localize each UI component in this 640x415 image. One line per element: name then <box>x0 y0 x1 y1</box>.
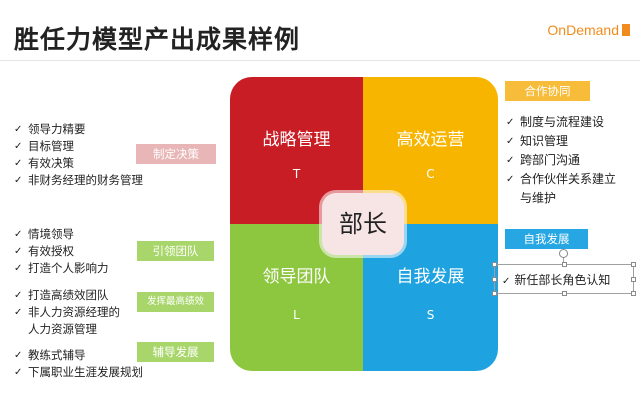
quadrant-title: 战略管理 <box>262 130 331 150</box>
list-item: 打造高绩效团队 <box>14 287 120 304</box>
left-list-performance: 打造高绩效团队 非人力资源经理的 人力资源管理 <box>14 287 120 338</box>
list-item: 教练式辅导 <box>14 347 143 364</box>
list-item: 打造个人影响力 <box>14 260 109 277</box>
selected-text-box[interactable] <box>492 262 636 296</box>
quadrant-letter: C <box>426 167 435 181</box>
list-item[interactable]: 新任部长角色认知 <box>502 271 610 288</box>
quadrant-letter: S <box>426 308 435 322</box>
page-title: 胜任力模型产出成果样例 <box>14 25 301 54</box>
quadrant-strategy: 战略管理 T <box>230 77 363 224</box>
title-divider <box>0 60 640 61</box>
resize-handle-icon[interactable] <box>562 262 567 267</box>
list-item: 制度与流程建设 <box>506 113 616 132</box>
tag-collaboration: 合作协同 <box>505 81 590 101</box>
resize-handle-icon[interactable] <box>492 277 497 282</box>
resize-handle-icon[interactable] <box>631 262 636 267</box>
list-item: 知识管理 <box>506 132 616 151</box>
rotate-handle-icon[interactable] <box>559 249 568 258</box>
quadrant-title: 领导团队 <box>262 267 331 287</box>
list-item: 目标管理 <box>14 138 143 155</box>
center-role-box: 部长 <box>322 193 404 255</box>
list-item: 与维护 <box>520 191 557 205</box>
left-list-coaching: 教练式辅导 下属职业生涯发展规划 <box>14 347 143 381</box>
resize-handle-icon[interactable] <box>631 277 636 282</box>
quadrant-letter: T <box>292 167 301 181</box>
resize-handle-icon[interactable] <box>562 291 567 296</box>
list-item: 合作伙伴关系建立 <box>506 170 616 189</box>
tag-lead-team: 引领团队 <box>137 241 214 261</box>
list-item: 领导力精要 <box>14 121 143 138</box>
logo-mark-icon <box>622 24 630 36</box>
list-item: 非财务经理的财务管理 <box>14 172 143 189</box>
list-item: 有效决策 <box>14 155 143 172</box>
logo-text: OnDemand <box>547 22 619 38</box>
list-item: 有效授权 <box>14 243 109 260</box>
quadrant-title: 自我发展 <box>396 267 465 287</box>
resize-handle-icon[interactable] <box>492 291 497 296</box>
right-list-collaboration: 制度与流程建设 知识管理 跨部门沟通 合作伙伴关系建立 与维护 <box>506 113 616 208</box>
resize-handle-icon[interactable] <box>631 291 636 296</box>
tag-self-development: 自我发展 <box>505 229 588 249</box>
quadrant-title: 高效运营 <box>396 130 465 150</box>
list-item: 人力资源管理 <box>28 322 97 336</box>
left-list-lead-team: 情境领导 有效授权 打造个人影响力 <box>14 226 109 277</box>
quadrant-letter: L <box>293 308 300 322</box>
list-item: 情境领导 <box>14 226 109 243</box>
resize-handle-icon[interactable] <box>492 262 497 267</box>
rotate-line <box>563 254 564 264</box>
list-item: 跨部门沟通 <box>506 151 616 170</box>
list-item: 下属职业生涯发展规划 <box>14 364 143 381</box>
tag-decision: 制定决策 <box>136 144 216 164</box>
tag-coaching: 辅导发展 <box>137 342 214 362</box>
list-item: 非人力资源经理的 <box>14 304 120 321</box>
ondemand-logo: OnDemand <box>547 22 630 38</box>
left-list-decision: 领导力精要 目标管理 有效决策 非财务经理的财务管理 <box>14 121 143 189</box>
tag-performance: 发挥最高绩效 <box>137 292 214 312</box>
